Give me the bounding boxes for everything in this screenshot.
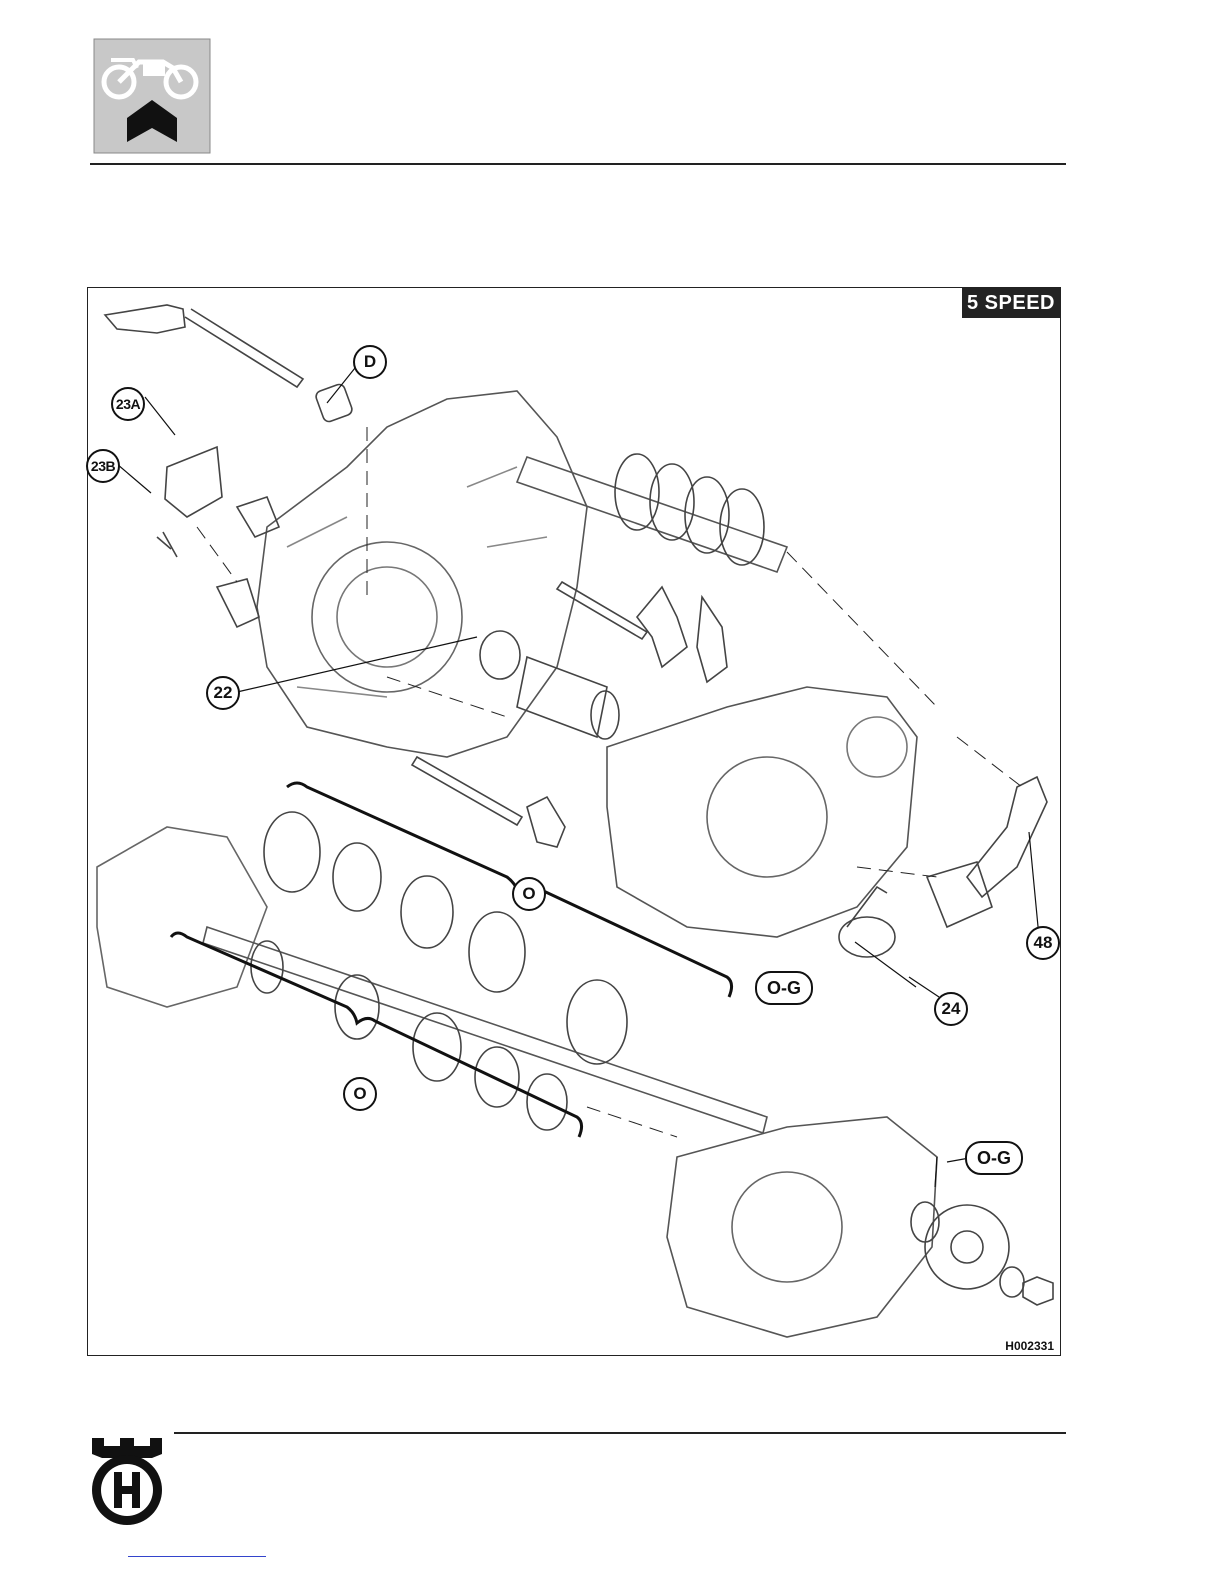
callout-48: 48 xyxy=(1026,926,1060,960)
footer-rule xyxy=(174,1432,1066,1434)
callout-24: 24 xyxy=(934,992,968,1026)
callout-og-right: O-G xyxy=(965,1141,1023,1175)
footer-link-underline[interactable] xyxy=(128,1556,266,1557)
callout-23b: 23B xyxy=(86,449,120,483)
five-speed-badge: 5 SPEED xyxy=(962,288,1060,318)
callout-o-lower: O xyxy=(343,1077,377,1111)
gearbox-exploded-diagram xyxy=(87,287,1061,1356)
callout-og-left: O-G xyxy=(755,971,813,1005)
callout-22: 22 xyxy=(206,676,240,710)
husqvarna-logo-icon xyxy=(86,1432,168,1528)
callout-23a: 23A xyxy=(111,387,145,421)
section-motorcycle-icon xyxy=(93,38,211,154)
figure-code: H002331 xyxy=(1005,1339,1054,1353)
callout-o-upper: O xyxy=(512,877,546,911)
callout-d: D xyxy=(353,345,387,379)
header-rule xyxy=(90,163,1066,165)
